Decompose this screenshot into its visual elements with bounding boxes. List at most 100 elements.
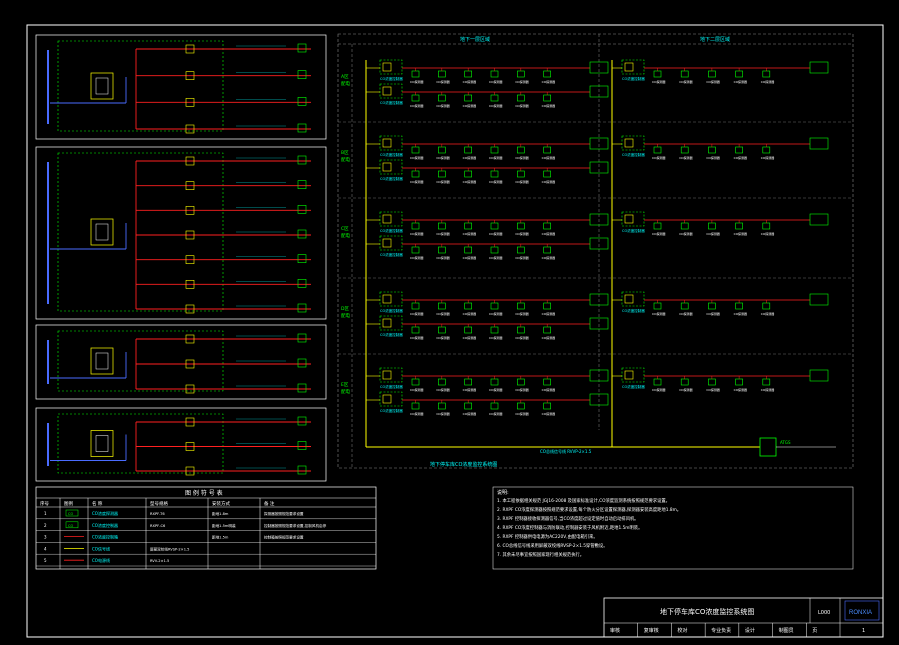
legend-header: 图例 bbox=[64, 500, 73, 507]
row-label: 配电 bbox=[341, 80, 350, 87]
detector-label: CO探测器 bbox=[489, 255, 502, 260]
detector-label: CO探测器 bbox=[679, 155, 692, 160]
detector-label: CO探测器 bbox=[542, 411, 555, 416]
detector-label: CO探测器 bbox=[652, 79, 665, 84]
detector-label: CO探测器 bbox=[761, 155, 774, 160]
co-detector bbox=[517, 246, 525, 254]
detector-label: CO探测器 bbox=[489, 231, 502, 236]
detector-label: CO探测器 bbox=[542, 387, 555, 392]
detector-label: CO探测器 bbox=[515, 79, 528, 84]
main-panel-label: ATGS bbox=[780, 440, 791, 445]
co-detector bbox=[464, 222, 472, 230]
row-label: A区 bbox=[341, 74, 349, 80]
co-detector bbox=[411, 94, 420, 102]
row-label: C区 bbox=[341, 226, 349, 232]
co-detector bbox=[464, 170, 472, 178]
detector-label: CO探测器 bbox=[734, 155, 747, 160]
co-detector bbox=[438, 222, 446, 230]
detector-label: CO探测器 bbox=[706, 311, 719, 316]
legend-name: CO浓度控制箱 bbox=[92, 534, 118, 540]
detector-label: CO探测器 bbox=[542, 311, 555, 316]
detector-label: CO探测器 bbox=[515, 255, 528, 260]
detector-label: CO探测器 bbox=[463, 387, 476, 392]
legend-model: 屏蔽双绞线RVSP-2×1.5 bbox=[150, 546, 189, 551]
detector-label: CO探测器 bbox=[489, 155, 502, 160]
controller-label: CO浓度控制器 bbox=[380, 384, 403, 389]
note-line: 3. RXPF 控制器接收探测器信号,当CO浓度超过设定值时自动启动排风机。 bbox=[497, 515, 639, 522]
co-detector bbox=[680, 378, 689, 386]
legend-symbol: CO bbox=[68, 524, 73, 528]
controller-label: CO浓度控制器 bbox=[622, 384, 645, 389]
detector-label: CO探测器 bbox=[761, 311, 774, 316]
note-line: 6. CO总线信号线采用屏蔽双绞线RVSP-2×1.5穿管敷设。 bbox=[497, 542, 608, 549]
detector-label: CO探测器 bbox=[652, 231, 665, 236]
co-detector bbox=[411, 170, 420, 178]
legend-name: CO浓度控制器 bbox=[92, 522, 118, 528]
co-detector bbox=[490, 170, 499, 178]
controller-label: CO浓度控制器 bbox=[380, 228, 403, 233]
detector-label: CO探测器 bbox=[542, 231, 555, 236]
co-detector bbox=[680, 146, 689, 154]
co-detector bbox=[438, 146, 446, 154]
co-detector bbox=[543, 402, 551, 410]
co-detector bbox=[490, 302, 499, 310]
detector-label: CO探测器 bbox=[463, 335, 476, 340]
co-detector bbox=[438, 170, 446, 178]
legend-no: 1 bbox=[44, 511, 47, 516]
co-detector bbox=[464, 302, 472, 310]
detector-label: CO探测器 bbox=[761, 387, 774, 392]
detector-label: CO探测器 bbox=[679, 311, 692, 316]
detector-label: CO探测器 bbox=[515, 231, 528, 236]
legend-title: 图 例 符 号 表 bbox=[185, 489, 223, 497]
sheet-number: 1 bbox=[862, 628, 865, 634]
legend-note: 控制箱按照规范要求设置 bbox=[264, 535, 304, 540]
detector-label: CO探测器 bbox=[463, 103, 476, 108]
drawing-title: 地下停车库CO浓度监控系统图 bbox=[660, 607, 754, 616]
co-detector bbox=[735, 378, 743, 386]
detector-label: CO探测器 bbox=[542, 79, 555, 84]
detector-label: CO探测器 bbox=[410, 311, 423, 316]
co-detector bbox=[517, 326, 525, 334]
row-label: E区 bbox=[341, 382, 349, 388]
detector-label: CO探测器 bbox=[410, 155, 423, 160]
co-detector bbox=[411, 326, 420, 334]
co-detector bbox=[735, 70, 743, 78]
detector-label: CO探测器 bbox=[436, 411, 449, 416]
detector-label: CO探测器 bbox=[706, 387, 719, 392]
co-detector bbox=[708, 222, 716, 230]
detector-label: CO探测器 bbox=[410, 411, 423, 416]
legend-header: 序号 bbox=[40, 500, 49, 507]
co-detector bbox=[543, 222, 551, 230]
legend-no: 3 bbox=[44, 535, 47, 540]
co-detector bbox=[438, 402, 446, 410]
notes-block: 说明: 1. 本工程依据相关规范 JGJ16-2008 及国家标准设计,CO浓度… bbox=[492, 486, 854, 570]
detector-label: CO探测器 bbox=[410, 179, 423, 184]
detector-label: CO探测器 bbox=[542, 335, 555, 340]
detector-label: CO探测器 bbox=[489, 311, 502, 316]
co-detector bbox=[517, 222, 525, 230]
detector-label: CO探测器 bbox=[489, 179, 502, 184]
co-detector bbox=[543, 94, 551, 102]
detector-label: CO探测器 bbox=[436, 103, 449, 108]
co-detector bbox=[543, 146, 551, 154]
detector-label: CO探测器 bbox=[489, 411, 502, 416]
detector-label: CO探测器 bbox=[734, 231, 747, 236]
panel-2 bbox=[35, 146, 327, 320]
co-detector bbox=[517, 402, 525, 410]
title-block-label: 复审核 bbox=[644, 627, 659, 634]
co-detector bbox=[543, 302, 551, 310]
row-label: 配电 bbox=[341, 232, 350, 239]
co-detector bbox=[517, 146, 525, 154]
co-detector bbox=[438, 302, 446, 310]
detector-label: CO探测器 bbox=[436, 387, 449, 392]
legend-name: CO浓度探测器 bbox=[92, 510, 118, 516]
detector-label: CO探测器 bbox=[515, 179, 528, 184]
co-detector bbox=[411, 222, 420, 230]
controller-label: CO浓度控制器 bbox=[380, 152, 403, 157]
co-detector bbox=[708, 302, 716, 310]
detector-label: CO探测器 bbox=[734, 387, 747, 392]
detector-label: CO探测器 bbox=[436, 79, 449, 84]
co-detector bbox=[517, 302, 525, 310]
